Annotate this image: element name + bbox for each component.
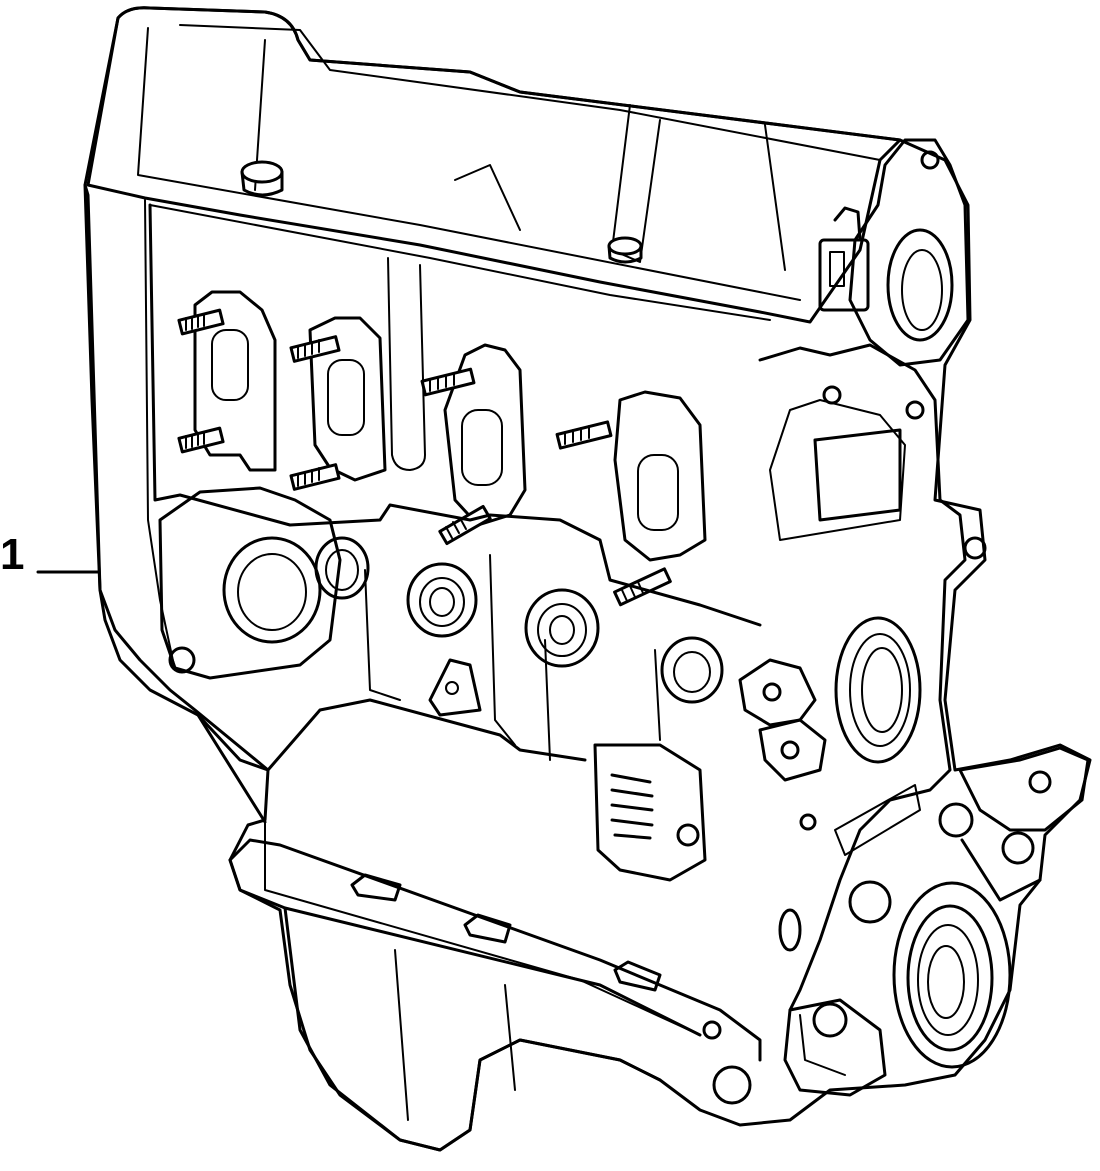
block-rib-2 [489,554,516,746]
callout-number-1: 1 [0,530,25,579]
intake-runner-slot [387,257,426,471]
left-side-shroud [83,183,267,824]
head-gasket-line [149,204,771,321]
block-rib-3 [544,639,551,761]
rocker-cover-rib-3 [611,104,661,263]
spark-plug-seal-3 [524,588,600,668]
rocker-cover-ridge [137,27,801,301]
front-lug-hole-2 [780,740,800,760]
rocker-cover-rib-4 [764,124,786,271]
oil-pump-housing [702,998,887,1105]
manifold-stud-3 [289,335,341,363]
crankcase-skirt [196,698,587,772]
exhaust-port-flange-2 [308,316,387,482]
rocker-cover-rib-2 [454,164,521,231]
oil-pan-flange [228,838,762,1062]
oil-pan-rib-2 [504,984,516,1091]
timing-cover [758,343,967,1012]
front-lug-hole-3 [799,813,817,831]
front-lug-mid [758,718,827,782]
block-rib-1 [364,569,401,701]
rocker-cover-bolt-right [607,236,643,264]
block-deck-edge [148,203,762,627]
crankcase-side-panel [264,819,701,1036]
rocker-cover-ridge-2 [179,24,881,161]
oil-pan-rib-1 [394,949,409,1121]
timing-cover-bolt-hole-3 [963,536,987,560]
block-rib-4 [654,649,661,741]
oil-pan-body [283,906,662,1152]
oil-pan-tab-2 [463,913,512,944]
thermostat-housing [158,486,342,680]
breather-housing [593,743,707,882]
manifold-stud-1 [177,308,225,336]
front-rib-slot [834,784,921,856]
oil-pan-tab-1 [350,873,402,902]
spark-plug-seal-4 [660,636,724,704]
spark-plug-seal-1 [314,536,370,600]
engine-outline [83,6,1092,1152]
camshaft-bearing-bracket [818,138,970,367]
front-crank-bore [834,616,922,764]
manifold-stud-8 [613,567,672,607]
exhaust-port-flange-3 [443,343,527,527]
front-lug-left [738,658,817,727]
rocker-cover [86,6,902,324]
front-oval-slot [778,908,802,952]
block-mount-tab [428,658,482,717]
timing-cover-bolt-hole-2 [905,400,925,420]
exhaust-port-flange-4 [613,390,707,562]
auxiliary-bracket [848,746,1090,924]
timing-cover-bolt-hole-1 [822,385,842,405]
block-mount-tab-hole [445,681,459,695]
manifold-stud-7 [555,420,613,450]
manifold-stud-5 [420,367,476,397]
rocker-cover-bolt-left [240,160,284,197]
spark-plug-seal-2 [406,562,478,638]
left-shroud-inner-edge [144,199,176,671]
front-lug-hole-1 [762,682,782,702]
timing-cover-window [813,428,902,522]
manifold-stud-4 [289,463,341,491]
crankshaft-oil-seal [892,881,1012,1069]
manifold-stud-2 [177,426,225,454]
oil-pan-tab-3 [613,960,662,992]
